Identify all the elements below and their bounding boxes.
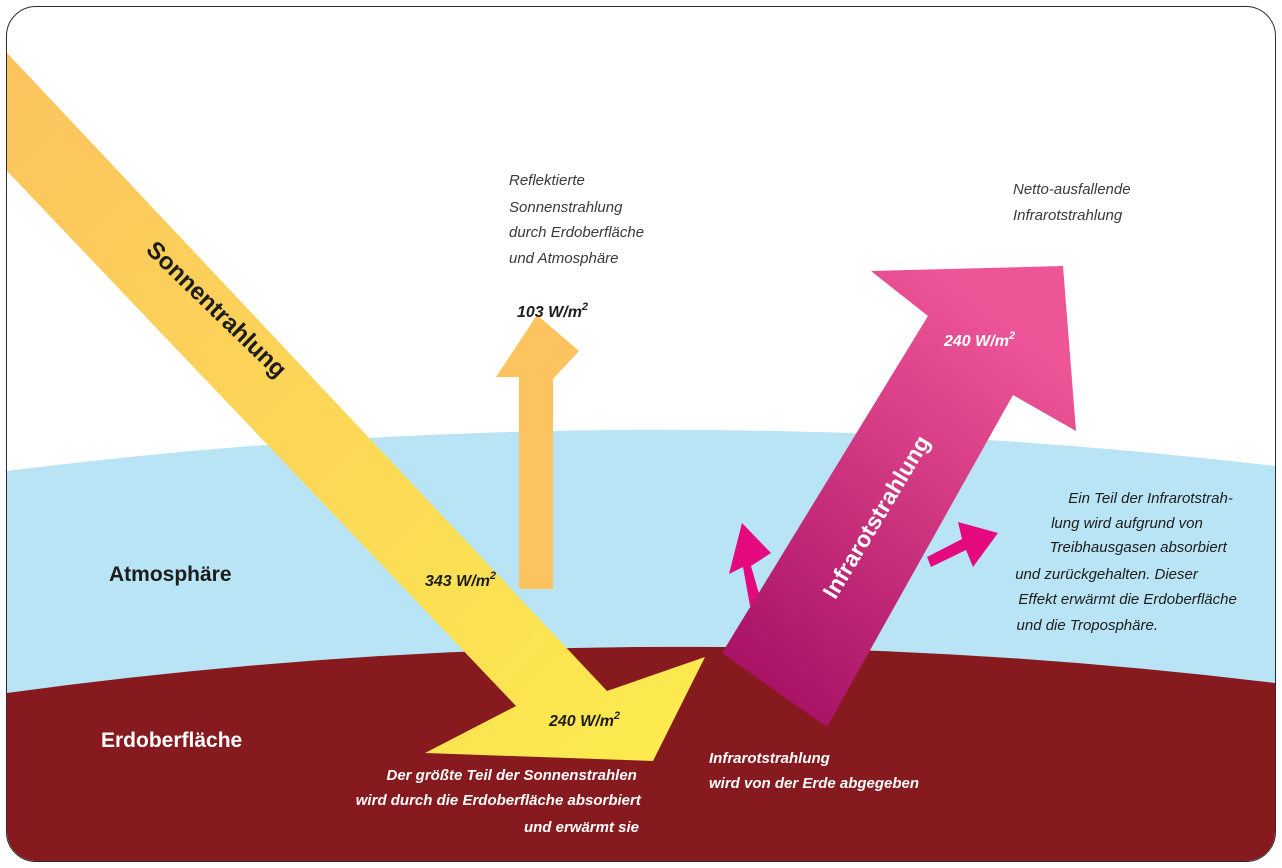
surface-label: Erdoberfläche: [101, 729, 242, 752]
reflected-sunlight-arrow: [496, 315, 579, 589]
greenhouse-arrow-right: [927, 522, 998, 567]
greenhouse-effect-diagram: Sonnentrahlung Infrarotstrahlung Atmosph…: [7, 53, 1275, 861]
infrared-arrow: [722, 266, 1076, 727]
surface-emit-caption: Infrarotstrahlung wird von der Erde abge…: [709, 750, 919, 792]
greenhouse-arrow-left: [729, 523, 771, 606]
outgoing-value: 240 W/m2: [943, 330, 1015, 350]
absorbed-value: 240 W/m2: [548, 710, 620, 730]
incoming-sunlight-arrow: [7, 53, 705, 761]
atmosphere-label: Atmosphäre: [109, 563, 232, 586]
greenhouse-caption: Ein Teil der Infrarotstrah- lung wird au…: [1015, 490, 1241, 634]
surface-absorb-caption: Der größte Teil der Sonnenstrahlen wird …: [356, 767, 645, 836]
incoming-value: 343 W/m2: [425, 570, 496, 590]
reflected-caption: Reflektierte Sonnenstrahlung durch Erdob…: [509, 172, 648, 267]
outgoing-caption: Netto-ausfallende Infrarotstrahlung: [1013, 181, 1135, 224]
reflected-value: 103 W/m2: [517, 301, 588, 321]
diagram-frame: Sonnentrahlung Infrarotstrahlung Atmosph…: [6, 6, 1276, 862]
